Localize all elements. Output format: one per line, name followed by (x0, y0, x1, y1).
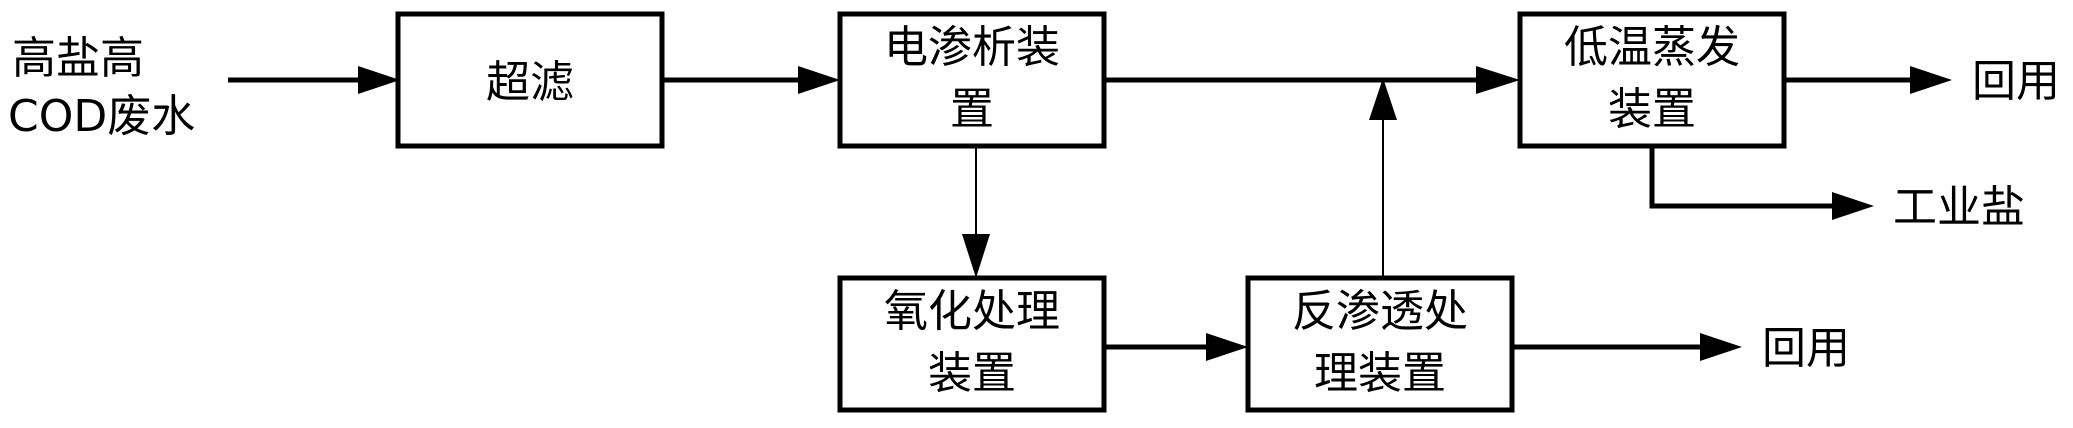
uf-to-ed-arrowhead (798, 66, 840, 94)
evaporation-box: 低温蒸发 装置 (1517, 11, 1787, 149)
ed-to-evap-arrowhead (1476, 66, 1520, 94)
oxidation-label-line2: 装置 (928, 348, 1016, 399)
ed-to-oxidation-arrowhead (962, 234, 990, 278)
evaporation-label-line2: 装置 (1608, 84, 1696, 135)
electrodialysis-label-line2: 置 (950, 84, 994, 135)
evap-to-salt-arrowhead (1832, 192, 1874, 220)
oxidation-box: 氧化处理 装置 (837, 275, 1107, 413)
reverse-osmosis-label-line1: 反渗透处 (1292, 286, 1468, 337)
ro-to-reuse-arrowhead (1700, 333, 1742, 361)
reverse-osmosis-label-line2: 理装置 (1314, 348, 1446, 399)
industrial-salt-label: 工业盐 (1893, 182, 2025, 233)
evap-to-reuse-arrowhead (1910, 66, 1952, 94)
input-label-line1: 高盐高 (12, 33, 144, 84)
input-to-uf-arrowhead (358, 66, 400, 94)
electrodialysis-label-line1: 电渗析装 (884, 22, 1060, 73)
ro-to-mainline-arrowhead (1369, 78, 1397, 120)
oxidation-label-line1: 氧化处理 (884, 286, 1060, 337)
electrodialysis-box: 电渗析装 置 (837, 11, 1107, 149)
reverse-osmosis-box: 反渗透处 理装置 (1245, 275, 1515, 413)
input-label-line2: COD废水 (8, 91, 195, 142)
ultrafiltration-box: 超滤 (395, 11, 665, 149)
ultrafiltration-label: 超滤 (486, 57, 574, 108)
oxidation-to-ro-arrowhead (1206, 333, 1248, 361)
evap-to-salt-arrow-line (1649, 146, 1832, 209)
ro-reuse-label: 回用 (1762, 323, 1850, 374)
evap-reuse-label: 回用 (1972, 56, 2060, 107)
evaporation-label-line1: 低温蒸发 (1564, 22, 1740, 73)
